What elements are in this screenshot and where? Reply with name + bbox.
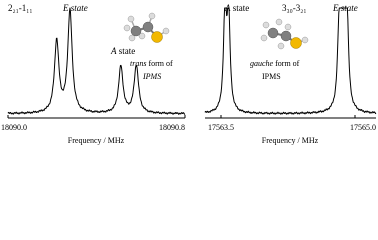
molecule-model-icon: [260, 18, 309, 50]
right-spectrum-trace: [204, 7, 377, 115]
right-form-italic: gauche: [250, 59, 274, 68]
left-form-label: trans form of: [130, 59, 173, 68]
right-form-label: gauche form of: [250, 59, 300, 68]
left-panel: 2₂₁-1₁₁ E state A state trans form of IP…: [1, 3, 186, 145]
left-x-tick-label-end: 18090.8: [159, 123, 185, 132]
left-form-rest: form of: [146, 59, 173, 68]
left-a-state-rest: state: [117, 46, 136, 56]
left-a-state-label: A state: [110, 46, 135, 56]
right-x-axis-label: Frequency / MHz: [262, 136, 319, 145]
molecule-model-icon: [123, 12, 170, 43]
left-e-state-label: E state: [62, 3, 88, 13]
left-spectrum-trace: [7, 7, 186, 115]
right-a-state-rest: state: [231, 3, 250, 13]
spectra-figure: 2₂₁-1₁₁ E state A state trans form of IP…: [1, 3, 377, 145]
left-x-axis-label: Frequency / MHz: [68, 136, 125, 145]
left-transition-label: 2₂₁-1₁₁: [8, 3, 33, 13]
left-x-tick-label-start: 18090.0: [1, 123, 27, 132]
left-form-italic: trans: [130, 59, 146, 68]
right-form-rest: form of: [273, 59, 300, 68]
right-panel: A state 3₃₀-3₂₁ E state gauche form of I…: [204, 3, 377, 145]
right-molecule-label: IPMS: [262, 72, 281, 81]
left-a-state-letter: A: [110, 46, 117, 56]
right-transition-label: 3₃₀-3₂₁: [282, 3, 307, 13]
right-x-tick-label-start: 17563.5: [208, 123, 234, 132]
left-molecule-label: IPMS: [142, 72, 161, 81]
right-x-tick-label-end: 17565.0: [350, 123, 376, 132]
